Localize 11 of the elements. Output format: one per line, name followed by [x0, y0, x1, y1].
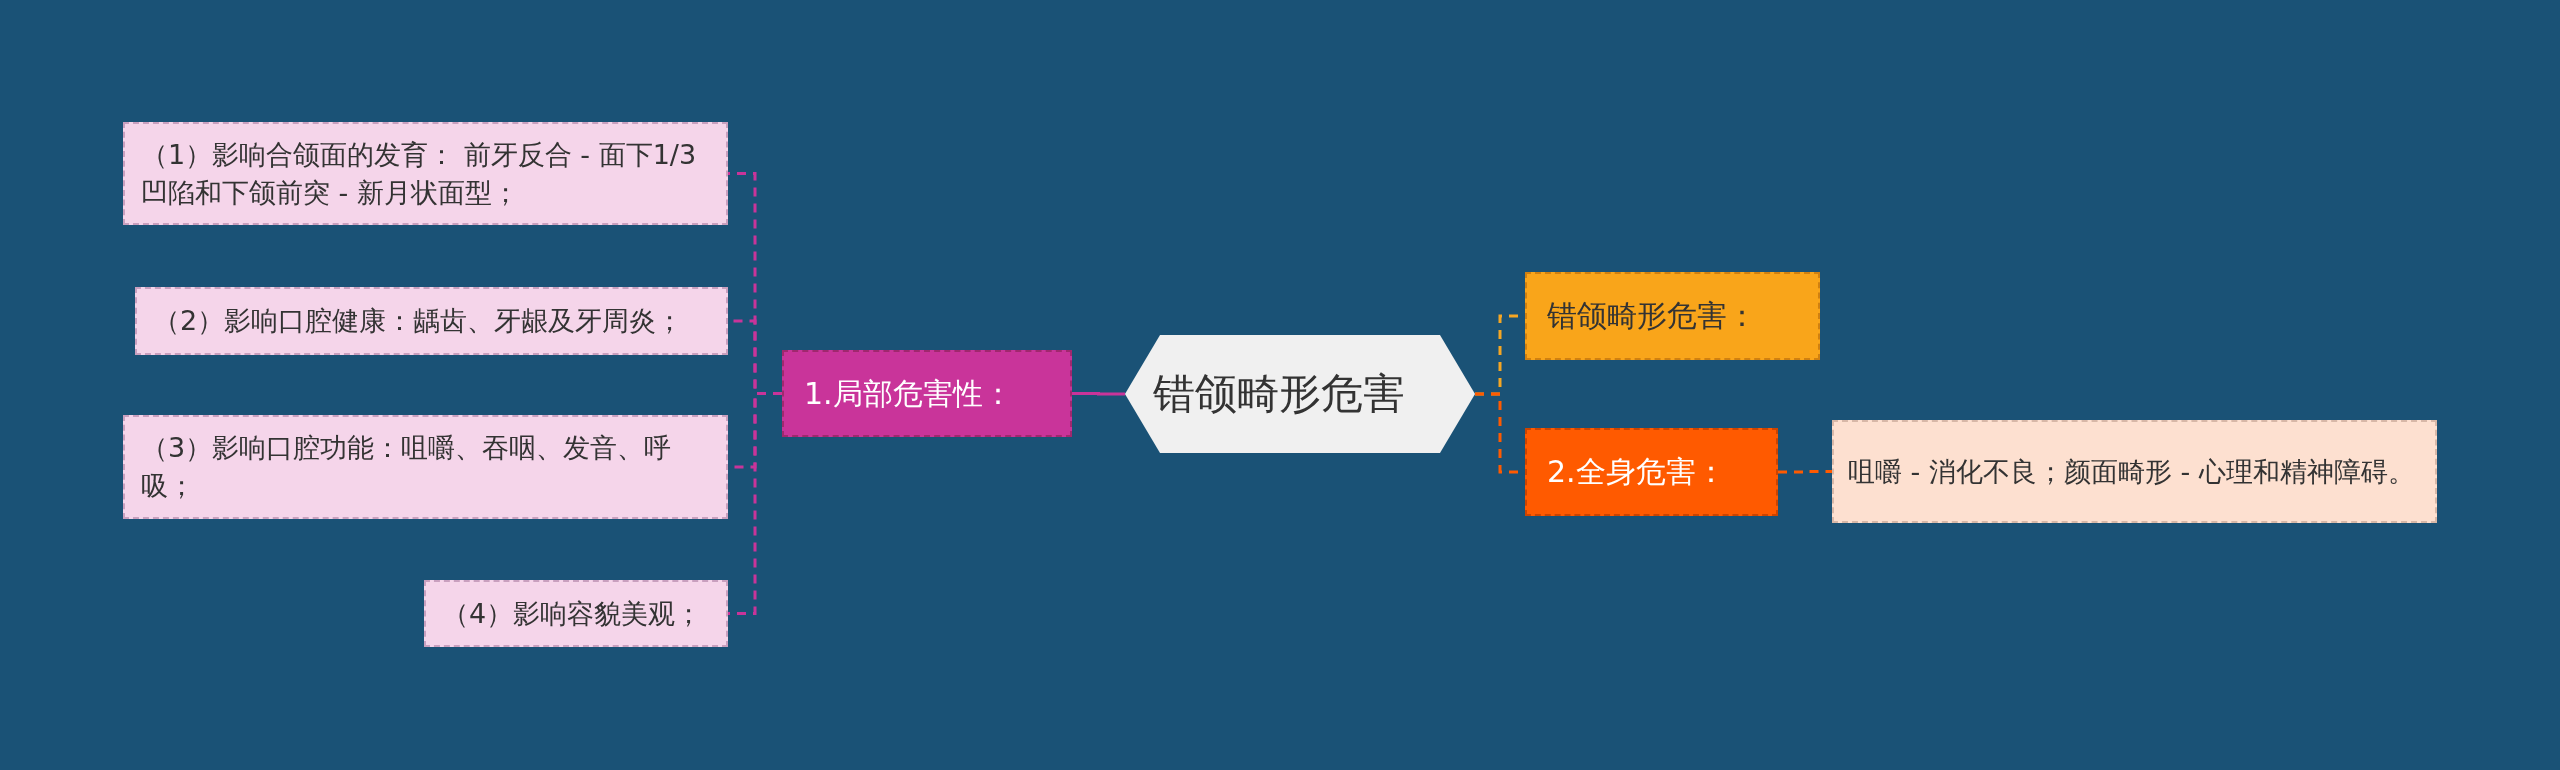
branch-box: 错颌畸形危害：: [1525, 272, 1820, 360]
detail-box: （2）影响口腔健康：龋齿、牙龈及牙周炎；: [135, 287, 728, 355]
connector-line: [728, 392, 782, 615]
branch-box: 1.局部危害性：: [782, 350, 1072, 437]
detail-box: 咀嚼 - 消化不良；颜面畸形 - 心理和精神障碍。: [1832, 420, 2437, 523]
branch-box: 2.全身危害：: [1525, 428, 1778, 516]
detail-box: （4）影响容貌美观；: [424, 580, 728, 647]
detail-box: （1）影响合颌面的发育： 前牙反合 - 面下1/3凹陷和下颌前突 - 新月状面型；: [123, 122, 728, 225]
connector-line: [1778, 470, 1832, 474]
detail-box: （3）影响口腔功能：咀嚼、吞咽、发音、呼吸；: [123, 415, 728, 519]
connector-line: [1072, 392, 1125, 396]
